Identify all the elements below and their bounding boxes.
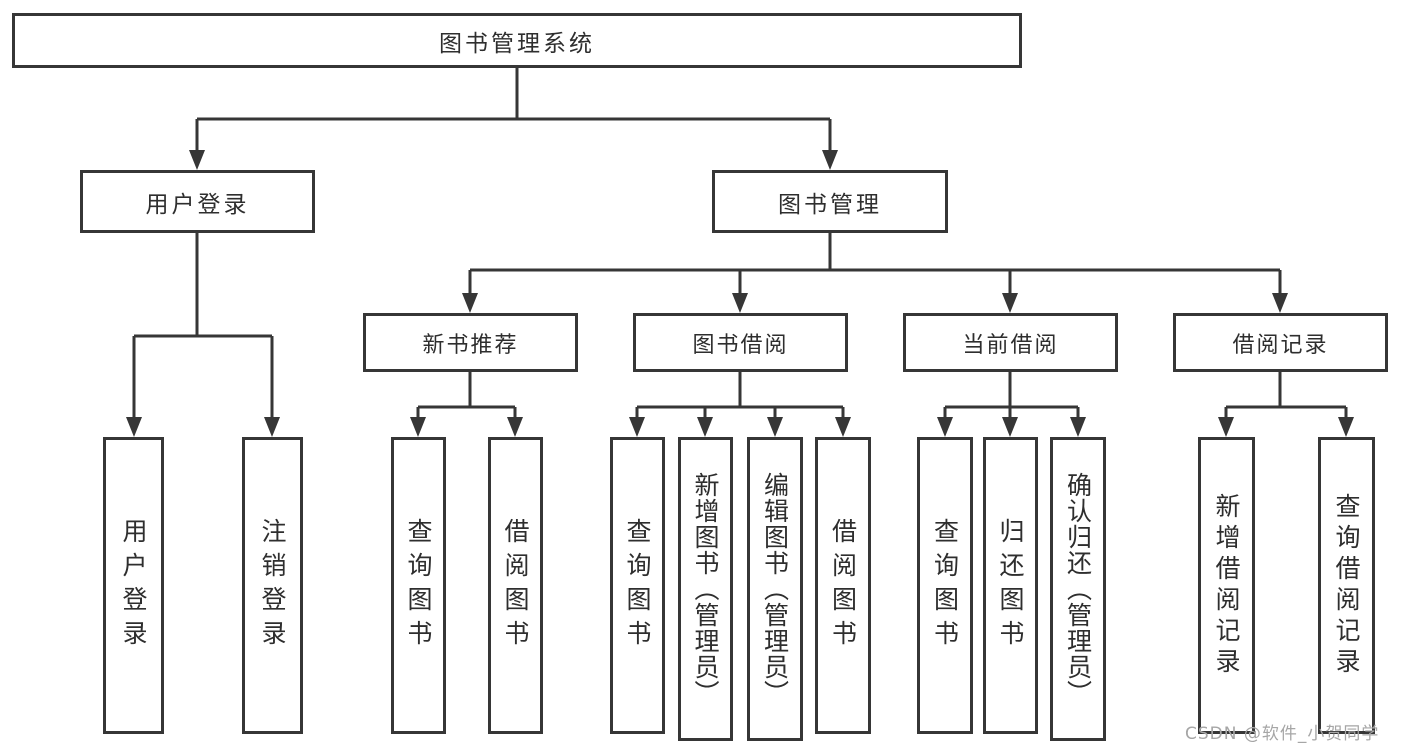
- leaf-label: 确认归还（管理员）: [1063, 472, 1093, 706]
- node-label: 当前借阅: [962, 332, 1059, 358]
- leaf-user-login: 用户登录: [103, 437, 164, 734]
- leaf-query-borrow-record: 查询借阅记录: [1318, 437, 1375, 734]
- node-label: 图书管理: [778, 191, 882, 218]
- leaf-add-borrow-record: 新增借阅记录: [1198, 437, 1255, 734]
- node-label: 图书管理系统: [439, 30, 595, 57]
- leaf-query-books-borrow: 查询图书: [610, 437, 665, 734]
- node-current-borrow: 当前借阅: [903, 313, 1118, 372]
- node-label: 借阅记录: [1232, 332, 1329, 358]
- node-user-login: 用户登录: [80, 170, 315, 233]
- node-label: 用户登录: [145, 191, 250, 218]
- leaf-edit-book-admin: 编辑图书（管理员）: [747, 437, 803, 741]
- leaf-label: 用户登录: [119, 517, 148, 654]
- leaf-label: 归还图书: [996, 517, 1025, 654]
- leaf-label: 查询图书: [930, 517, 960, 654]
- leaf-label: 借阅图书: [501, 517, 530, 654]
- leaf-query-books-recommend: 查询图书: [391, 437, 446, 734]
- leaf-logout: 注销登录: [242, 437, 303, 734]
- leaf-label: 查询图书: [623, 517, 652, 654]
- leaf-label: 新增图书（管理员）: [691, 472, 720, 706]
- leaf-confirm-return-admin: 确认归还（管理员）: [1050, 437, 1106, 741]
- node-borrow-records: 借阅记录: [1173, 313, 1388, 372]
- node-library-management-system: 图书管理系统: [12, 13, 1022, 68]
- leaf-borrow-books-borrow: 借阅图书: [815, 437, 871, 734]
- node-book-management: 图书管理: [712, 170, 948, 233]
- leaf-label: 编辑图书（管理员）: [760, 472, 790, 706]
- leaf-label: 借阅图书: [828, 517, 858, 654]
- csdn-watermark: CSDN @软件_小贺同学: [1185, 724, 1380, 744]
- leaf-label: 查询借阅记录: [1332, 492, 1361, 679]
- leaf-add-book-admin: 新增图书（管理员）: [678, 437, 733, 741]
- node-label: 新书推荐: [422, 332, 519, 358]
- leaf-label: 注销登录: [258, 517, 287, 654]
- leaf-label: 查询图书: [404, 517, 433, 654]
- leaf-return-book: 归还图书: [983, 437, 1038, 734]
- node-new-book-recommend: 新书推荐: [363, 313, 578, 372]
- node-book-borrow: 图书借阅: [633, 313, 848, 372]
- leaf-borrow-books-recommend: 借阅图书: [488, 437, 543, 734]
- leaf-label: 新增借阅记录: [1212, 492, 1241, 679]
- node-label: 图书借阅: [692, 332, 789, 358]
- leaf-query-books-current: 查询图书: [917, 437, 973, 734]
